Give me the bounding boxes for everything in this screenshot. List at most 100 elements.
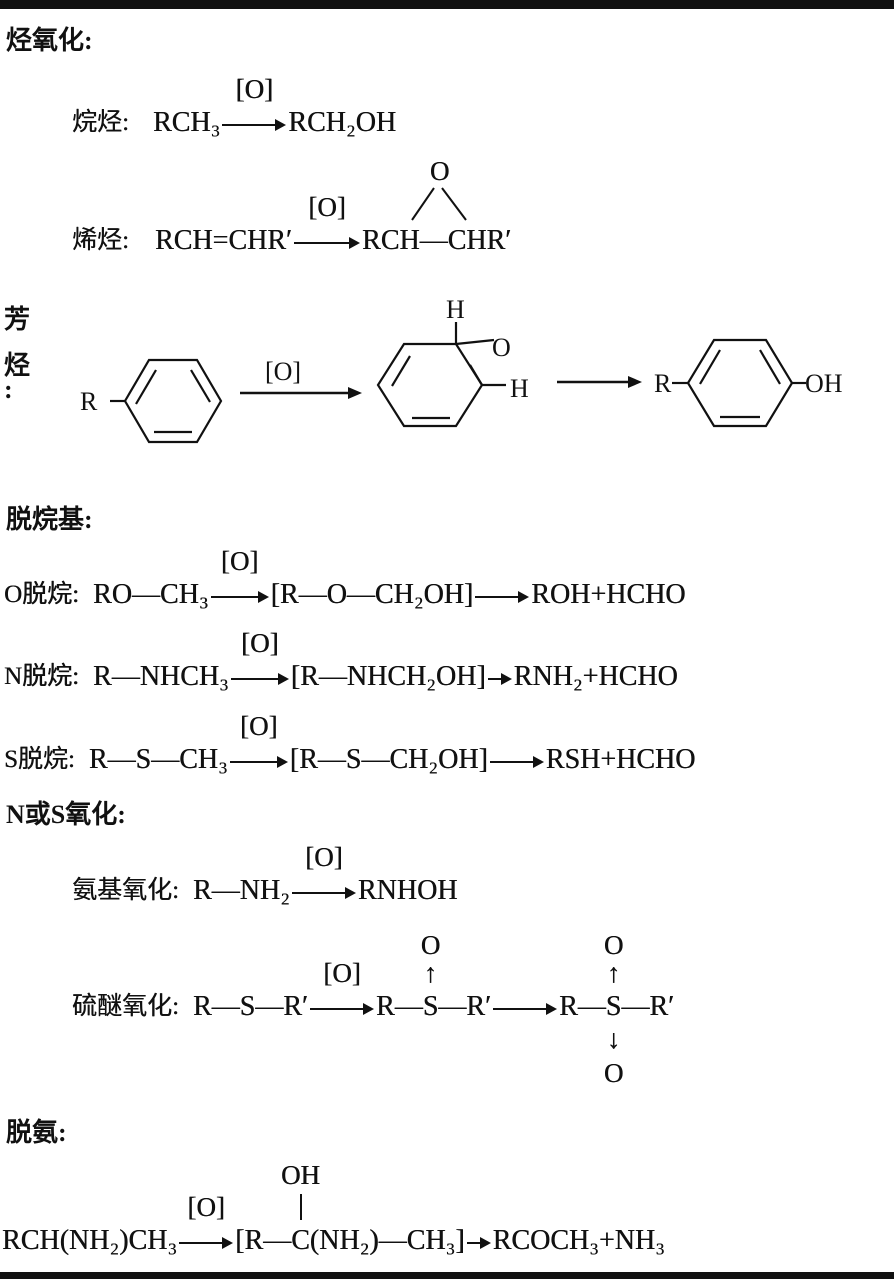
reactant: RCH(NH₂)CH₃ [2,1225,178,1256]
epoxide-h-top: H [446,295,465,324]
section-hydrocarbon-oxidation: 烃氧化: [6,26,93,55]
epoxide-oxygen: O [429,156,450,186]
section-n-s-oxidation: N或S氧化: [6,800,126,829]
bond-line [300,1194,303,1220]
substituent-r: R [80,387,98,416]
reactant: RO—CH₃ [93,579,209,610]
reagent-label: [O] [323,958,361,988]
epoxide-bonds [411,187,467,221]
reactant: RCH₃ [152,107,221,138]
reagent-label: [O] [187,1192,225,1222]
reaction-label: 硫醚氧化: [72,993,179,1020]
product: RCOCH₃+NH₃ [492,1225,665,1256]
section-deamination: 脱氨: [6,1118,67,1147]
intermediate: [R—S—CH₂OH] [289,744,488,775]
reaction-arrow [489,743,544,777]
hydroxyl: OH [805,369,843,398]
reaction-label: 烯烃: [72,227,129,254]
reagent-label: [O] [235,74,274,104]
product: ROH+HCHO [531,579,686,610]
up-arrow-icon: ↑ [606,958,621,988]
reaction-thioether-oxidation: 硫醚氧化: R—S—R′ [O] R—S O ↑—R′ R—S O ↑ ↓ O—… [72,930,674,1088]
reaction-arrow [475,578,530,612]
intermediate: [R—O—CH₂OH] [270,579,474,610]
down-arrow-icon: ↓ [606,1024,621,1054]
reaction-arrow: [O] [310,958,375,1024]
hydroxyl: OH [280,1160,320,1190]
reactant: RCH=CHR′ [154,225,293,256]
reaction-arrow [487,660,512,694]
reaction-n-dealkylation: N脱烷: R—NHCH₃ [O] [R—NHCH₂OH] RNH₂+HCHO [4,628,678,694]
phenol-ring [672,338,806,428]
reaction-label: N脱烷: [4,663,80,690]
reaction-label: 氨基氧化: [72,877,179,904]
product: RCH—CHR′ [362,225,512,256]
up-arrow-icon: ↑ [423,958,438,988]
carbon: C [291,1225,310,1256]
reaction-arrow: [O] [229,711,288,777]
reaction-o-dealkylation: O脱烷: RO—CH₃ [O] [R—O—CH₂OH] ROH+HCHO [4,546,686,612]
sulfoxide-sulfur: S O ↑ [421,930,441,1024]
reaction-alkene: 烯烃: RCH=CHR′ [O] RCH—CHR′ O [72,156,512,258]
epoxide-product: RCH—CHR′ O [362,156,512,258]
label-char: 芳 [4,305,31,334]
sulfone: R—S O ↑ ↓ O—R′ [559,930,674,1088]
sulfur: S [605,991,622,1022]
sulfur: S [422,991,439,1022]
bottom-rule [0,1272,894,1279]
reagent-label: [O] [240,711,278,741]
product: RNH₂+HCHO [513,661,678,692]
reagent-label: [O] [305,842,343,872]
sulfoxide-right: —R′ [438,991,492,1022]
reaction-amino-oxidation: 氨基氧化: R—NH₂ [O] RNHOH [72,842,458,908]
sulfone-oxygen-top: O [603,930,624,960]
sulfoxide-oxygen: O [420,930,441,960]
reaction-label: O脱烷: [4,581,80,608]
intermediate-right: (NH₂)—CH₃] [309,1225,465,1256]
reaction-label: 烷烃: [72,109,129,136]
reagent-label: [O] [308,192,346,222]
reactant: R—S—CH₃ [88,744,228,775]
intermediate: [R—NHCH₂OH] [290,661,486,692]
product: RSH+HCHO [545,744,696,775]
top-rule [0,0,894,9]
label-char: 烃 [4,351,31,380]
sulfoxide-left: R— [376,991,423,1022]
reaction-deamination: RCH(NH₂)CH₃ [O] [R—C OH (NH₂)—CH₃] RCOCH… [2,1160,665,1258]
sulfone-sulfur: S O ↑ ↓ O [604,930,624,1088]
product-substituent-r: R [654,369,672,398]
reaction-s-dealkylation: S脱烷: R—S—CH₃ [O] [R—S—CH₂OH] RSH+HCHO [4,711,696,777]
reactant: R—NH₂ [192,875,290,906]
intermediate-left: [R— [235,1225,292,1256]
reagent-label: [O] [220,546,259,576]
benzene-ring [110,358,223,444]
reaction-label: S脱烷: [4,746,75,773]
sulfone-left: R— [559,991,606,1022]
label-char: : [4,375,13,404]
reaction-alkane: 烷烃: RCH₃ [O] RCH₂OH [72,74,397,140]
reagent-label: [O] [241,628,279,658]
reagent-label: [O] [265,357,301,386]
sulfoxide: R—S O ↑—R′ [376,930,492,1024]
reaction-arrow: [O] [222,74,287,140]
section-dealkylation: 脱烷基: [6,505,93,534]
product: RNHOH [357,875,458,906]
reactant: R—NHCH₃ [93,661,229,692]
arene-oxide-ring [376,322,506,428]
intermediate: [R—C OH (NH₂)—CH₃] [235,1160,465,1258]
reaction-arrow [466,1224,491,1258]
product: RCH₂OH [288,107,397,138]
reaction-arrow: [O] [179,1192,234,1258]
epoxide-h-bottom: H [510,374,529,403]
reaction-arrow: [O] [210,546,269,612]
carbinol-carbon: C OH [281,1160,320,1258]
aromatic-hydroxylation-scheme: R [O] H O H R OH [80,295,843,444]
aromatic-label: 芳 烃 : [4,305,31,404]
reaction-arrow: [O] [291,842,356,908]
epoxide-oxygen: O [492,333,511,362]
reactant: R—S—R′ [192,991,309,1022]
reaction-arrow: [O] [294,192,361,258]
reaction-arrow [493,990,558,1024]
sulfone-oxygen-bottom: O [603,1058,624,1088]
reaction-arrow: [O] [230,628,289,694]
